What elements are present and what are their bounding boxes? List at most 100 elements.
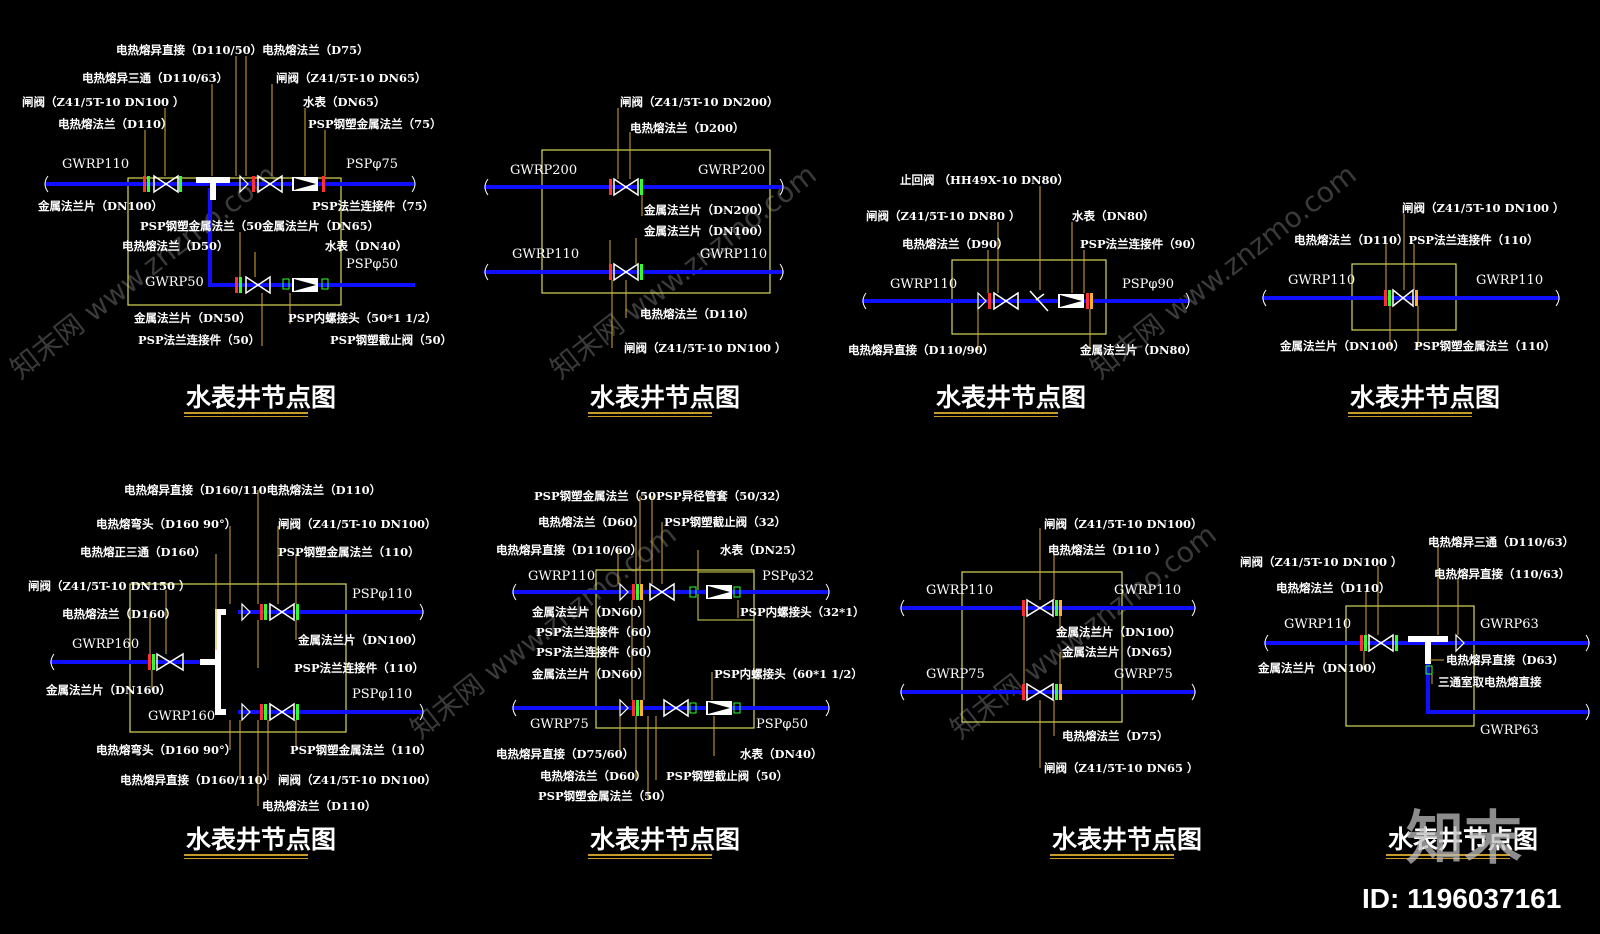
annotation: 水表（DN65）	[303, 95, 386, 109]
annotation: PSP钢塑金属法兰（110）	[290, 743, 432, 757]
pipe-label: PSPφ90	[1122, 277, 1174, 292]
annotation: 止回阀 （HH49X-10 DN80）	[900, 173, 1069, 187]
annotation: PSP钢塑金属法兰（110）	[278, 545, 420, 559]
annotation: 金属法兰片（DN100）	[37, 199, 163, 213]
title-underline	[1386, 854, 1510, 856]
valve-symbol	[1022, 598, 1062, 702]
panel-5: 电热熔异直接（D160/110电热熔法兰（D110） 电热熔弯头（D160 90…	[28, 483, 437, 859]
title-underline	[934, 412, 1058, 414]
annotation: 电热熔异直接（D63）	[1446, 653, 1564, 667]
panel-title: 水表井节点图	[590, 383, 740, 412]
pipe-label: GWRP110	[1288, 273, 1355, 288]
leader-lines	[609, 108, 643, 348]
panel-title: 水表井节点图	[186, 825, 336, 854]
annotation: 电热熔法兰（D60）	[538, 515, 644, 529]
panel-4: 闸阀（Z41/5T-10 DN100 ） 电热熔法兰（D110）PSP法兰连接件…	[1262, 201, 1565, 417]
leader-lines	[1023, 528, 1061, 768]
annotation: 闸阀（Z41/5T-10 DN100）	[278, 773, 437, 787]
valve-symbol	[143, 174, 325, 194]
pipe-label: PSPφ50	[346, 257, 398, 272]
annotation: 金属法兰片（DN200）	[643, 203, 769, 217]
panel-2: 闸阀（Z41/5T-10 DN200） 电热熔法兰（D200） 金属法兰片（DN…	[484, 95, 787, 417]
annotation: 电热熔异三通（D110/63）	[82, 71, 228, 85]
annotation: 电热熔异直接（D110/60）	[496, 543, 642, 557]
annotation: 金属法兰片（DN100）	[297, 633, 423, 647]
panel-title: 水表井节点图	[936, 383, 1086, 412]
meter-well-box	[129, 583, 347, 733]
title-underline	[588, 416, 712, 417]
annotation: 电热熔法兰（D110）PSP法兰连接件（110）	[1294, 233, 1539, 247]
panel-3: 止回阀 （HH49X-10 DN80） 闸阀（Z41/5T-10 DN80 ） …	[848, 173, 1202, 417]
pipe-label: PSPφ110	[352, 587, 412, 602]
annotation: 电热熔正三通（D160）	[80, 545, 206, 559]
title-underline	[588, 854, 712, 856]
title-underline	[1050, 854, 1174, 856]
annotation: PSP法兰连接件（90）	[1080, 237, 1202, 251]
annotation: 闸阀（Z41/5T-10 DN100）	[278, 517, 437, 531]
panel-title: 水表井节点图	[186, 383, 336, 412]
site-logo: 知末	[1406, 804, 1522, 872]
annotation: 电热熔法兰（D160）	[62, 607, 176, 621]
annotation: 闸阀（Z41/5T-10 DN100）	[1044, 517, 1203, 531]
annotation: 电热熔法兰（D110）	[640, 307, 754, 321]
title-underline	[588, 858, 712, 859]
panel-title: 水表井节点图	[1350, 383, 1500, 412]
annotation: 电热熔法兰（D110）	[262, 799, 376, 813]
tee-fitting	[200, 609, 226, 715]
pipe-label: GWRP75	[1114, 667, 1173, 682]
annotation: 闸阀（Z41/5T-10 DN200）	[620, 95, 779, 109]
title-underline	[1348, 416, 1472, 417]
valve-symbol	[148, 602, 299, 722]
annotation: 电热熔法兰（D110）	[1276, 581, 1390, 595]
leader-lines	[617, 496, 739, 800]
leader-lines	[149, 490, 297, 806]
annotation: PSP内螺接头（50*1 1/2）	[288, 311, 437, 325]
annotation: 水表（DN80）	[1072, 209, 1155, 223]
annotation: 电热熔法兰（D110）	[58, 117, 172, 131]
annotation: 电热熔法兰（D60）	[540, 769, 646, 783]
annotation: 电热熔弯头（D160 90°）	[96, 517, 236, 531]
annotation: 闸阀（Z41/5T-10 DN65 ）	[1044, 761, 1199, 775]
annotation: 电热熔异直接（D75/60）	[496, 747, 634, 761]
pipe-label: GWRP110	[700, 247, 767, 262]
pipe-label: GWRP160	[148, 709, 215, 724]
title-underline	[1050, 858, 1174, 859]
annotation: 水表（DN25）	[720, 543, 803, 557]
valve-symbol	[1360, 633, 1465, 675]
valve-symbol	[1384, 288, 1418, 308]
panel-7: 闸阀（Z41/5T-10 DN100） 电热熔法兰（D110 ） 金属法兰片（D…	[900, 517, 1203, 859]
pipe-label: GWRP200	[698, 163, 765, 178]
annotation: PSP钢塑金属法兰（110）	[1414, 339, 1556, 353]
pipe-label: GWRP110	[890, 277, 957, 292]
valve-symbol	[609, 177, 643, 282]
pipe-label: PSPφ50	[756, 717, 808, 732]
annotation: 电热熔异直接（110/63）	[1434, 567, 1570, 581]
annotation: 电热熔异直接（D160/110电热熔法兰（D110）	[124, 483, 381, 497]
pipe-break-marks	[44, 175, 1590, 721]
leader-lines	[1385, 214, 1419, 346]
title-underline	[184, 858, 308, 859]
annotation: 闸阀（Z41/5T-10 DN100 ）	[1402, 201, 1565, 215]
annotation: PSP钢塑金属法兰（75）	[308, 117, 442, 131]
panel-title: 水表井节点图	[1052, 825, 1202, 854]
valve-symbol	[977, 290, 1093, 312]
annotation: 电热熔法兰（D200）	[630, 121, 744, 135]
tee-fitting	[1408, 636, 1448, 664]
leader-lines	[1363, 546, 1459, 684]
annotation: 电热熔弯头（D160 90°）	[96, 743, 236, 757]
title-underline	[184, 412, 308, 414]
pipe-label: GWRP200	[510, 163, 577, 178]
leader-lines	[144, 56, 326, 346]
annotation: 闸阀（Z41/5T-10 DN100 ）	[1240, 555, 1403, 569]
meter-well-box	[541, 149, 771, 294]
valve-symbol	[619, 582, 741, 718]
annotation: PSP法兰连接件（60）	[536, 625, 658, 639]
pipe-label: GWRP63	[1480, 617, 1539, 632]
annotation: 电热熔法兰（D90）	[902, 237, 1008, 251]
pipe-label: PSPφ110	[352, 687, 412, 702]
pipe	[208, 188, 415, 287]
title-underline	[1386, 858, 1510, 859]
annotation: 闸阀（Z41/5T-10 DN65）	[276, 71, 427, 85]
annotation: 闸阀（Z41/5T-10 DN150 ）	[28, 579, 191, 593]
pipe-label: GWRP160	[72, 637, 139, 652]
